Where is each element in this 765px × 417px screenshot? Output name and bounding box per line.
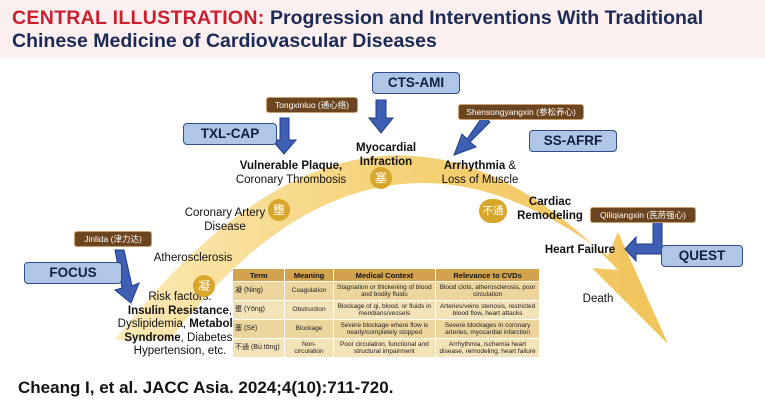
mi-line1: Myocardial <box>355 142 417 154</box>
quest-trial-box: QUEST <box>661 245 743 267</box>
heart-failure-label: Heart Failure <box>544 244 616 256</box>
coronary-artery-disease-label: Coronary Artery Disease <box>180 206 270 234</box>
mi-line2: Infraction <box>359 156 413 168</box>
atherosclerosis-label: Atherosclerosis <box>153 252 233 264</box>
tcm-terms-table: Term Meaning Medical Context Relevance t… <box>231 268 540 358</box>
col-meaning: Meaning <box>284 268 334 282</box>
col-relevance: Relevance to CVDs <box>435 268 540 282</box>
cell-term: 凝 (Ning) <box>231 281 286 301</box>
tongxinluo-pill: Tongxinluo (通心络) <box>266 97 358 113</box>
disease-progression-arc <box>115 155 668 344</box>
loss-of-muscle: Loss of Muscle <box>441 174 519 186</box>
arrhythmia-amp: & <box>505 160 517 172</box>
cell-meaning: Obstruction <box>284 300 334 320</box>
arrhythmia: Arrhythmia <box>443 160 506 172</box>
table-row: 不通 (Bù tōng) Non-circulation Poor circul… <box>231 338 540 358</box>
table-row: 壅 (Yōng) Obstruction Blockage of qi, blo… <box>231 300 540 320</box>
cad-line2: Disease <box>204 221 246 233</box>
se-coin: 塞 <box>370 167 392 189</box>
metabolic: Metabolic <box>189 318 243 330</box>
cell-relevance: Arrhythmia, ischemia heart disease, remo… <box>435 338 540 358</box>
cell-relevance: Blood clots, atherosclerosis, poor circu… <box>435 281 540 301</box>
cell-meaning: Coagulation <box>284 281 334 301</box>
vulnerable-plaque-label: Vulnerable Plaque, Coronary Thrombosis <box>228 159 354 187</box>
arrhythmia-label: Arrhythmia & Loss of Muscle <box>432 159 528 187</box>
page-title: CENTRAL ILLUSTRATION: Progression and In… <box>12 7 757 53</box>
myocardial-infarction-label: Myocardial Infraction <box>346 141 426 169</box>
title-text: Progression and Interventions With Tradi… <box>12 7 704 52</box>
dyslipidemia: Dyslipidemia, <box>117 318 187 330</box>
quest-arrow <box>624 221 663 263</box>
ss-afrf-trial-box: SS-AFRF <box>529 130 617 152</box>
jinlida-pill: Jinlida (津力达) <box>74 231 152 247</box>
hypertension: Hypertension, etc. <box>133 345 227 357</box>
remodel-line1: Cardiac <box>528 196 572 208</box>
cell-term: 不通 (Bù tōng) <box>231 338 286 358</box>
cell-context: Stagnation or thickening of blood and bo… <box>332 281 437 301</box>
cell-context: Severe blockage where flow is nearly/com… <box>332 319 437 339</box>
cell-term: 塞 (Sè) <box>231 319 286 339</box>
col-term: Term <box>231 268 286 282</box>
butong-coin: 不通 <box>479 199 507 223</box>
death-label: Death <box>582 293 614 305</box>
title-label: CENTRAL ILLUSTRATION: <box>12 7 265 29</box>
yong-coin: 壅 <box>268 199 290 221</box>
cell-meaning: Blockage <box>284 319 334 339</box>
focus-trial-box: FOCUS <box>24 262 122 284</box>
cell-relevance: Severe blockages in coronary arteries, m… <box>435 319 540 339</box>
citation: Cheang I, et al. JACC Asia. 2024;4(10):7… <box>18 378 394 397</box>
remodel-line2: Remodeling <box>517 210 583 222</box>
txl-cap-arrow <box>270 117 298 155</box>
cts-ami-arrow <box>367 99 395 134</box>
cell-context: Poor circulation, functional and structu… <box>332 338 437 358</box>
shensong-pill: Shensongyangxin (参松养心) <box>458 104 584 120</box>
qiliqiang-pill: Qiliqiangxin (芪苈强心) <box>590 207 696 223</box>
coronary-thrombosis: Coronary Thrombosis <box>235 174 347 186</box>
cell-term: 壅 (Yōng) <box>231 300 286 320</box>
ss-afrf-arrow <box>453 115 491 156</box>
risk-factors-label: Risk factors: Insulin Resistance, Dyslip… <box>117 291 243 357</box>
diabetes: , Diabetes, <box>180 331 236 344</box>
cad-line1: Coronary Artery <box>184 207 266 219</box>
insulin-resistance: Insulin Resistance <box>127 304 229 317</box>
ning-coin: 凝 <box>193 275 215 297</box>
vulnerable-plaque: Vulnerable Plaque, <box>239 160 343 172</box>
table-header-row: Term Meaning Medical Context Relevance t… <box>231 268 540 282</box>
cell-relevance: Arteries/veins stenosis, restricted bloo… <box>435 300 540 320</box>
cell-meaning: Non-circulation <box>284 338 334 358</box>
col-medical-context: Medical Context <box>332 268 437 282</box>
table-row: 塞 (Sè) Blockage Severe blockage where fl… <box>231 319 540 339</box>
syndrome: Syndrome <box>124 331 181 344</box>
cts-ami-trial-box: CTS-AMI <box>372 72 460 94</box>
cardiac-remodeling-label: Cardiac Remodeling <box>512 195 588 223</box>
table-row: 凝 (Ning) Coagulation Stagnation or thick… <box>231 281 540 301</box>
txl-cap-trial-box: TXL-CAP <box>183 123 277 145</box>
header-band <box>0 0 765 58</box>
cell-context: Blockage of qi, blood, or fluids in meri… <box>332 300 437 320</box>
